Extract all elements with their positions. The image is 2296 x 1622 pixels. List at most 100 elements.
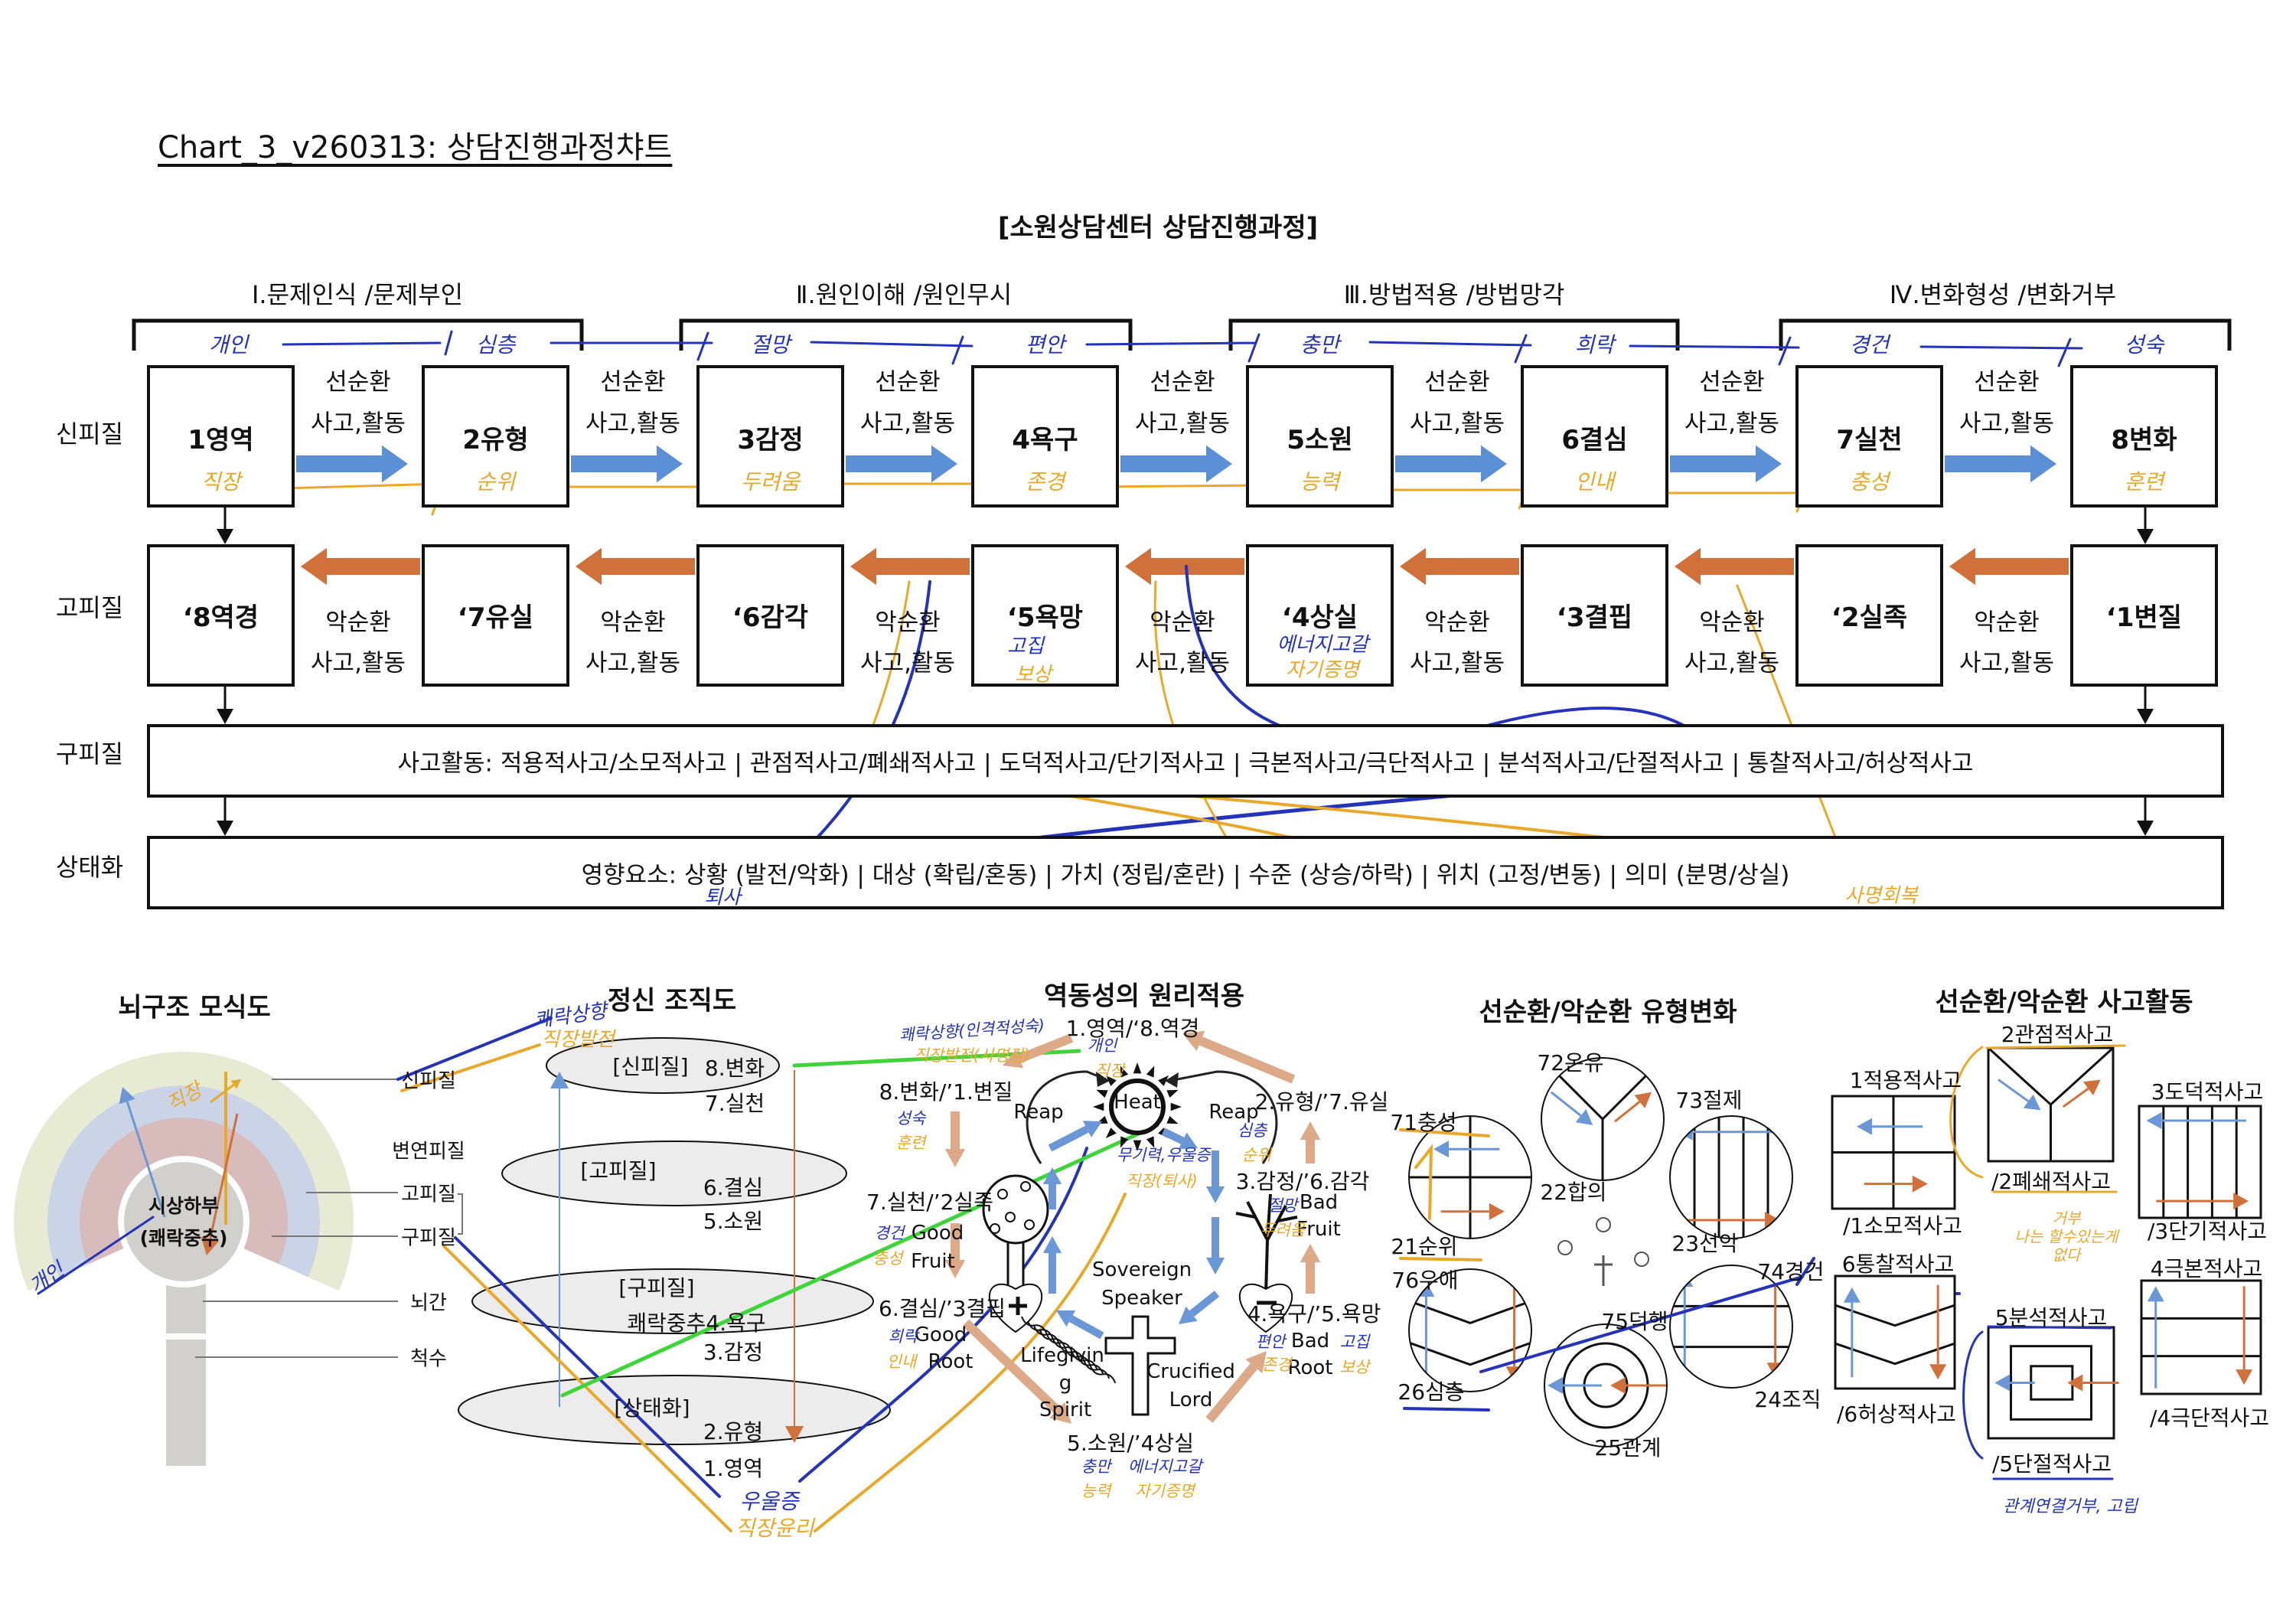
chart-heading: [소원상담센터 상담진행과정] bbox=[997, 212, 1319, 243]
sun-ray bbox=[1105, 1128, 1117, 1139]
reap-curve-right bbox=[1169, 1070, 1278, 1164]
mind-layer-item: 2.유형 bbox=[703, 1419, 764, 1444]
row-label-archicortex: 구피질 bbox=[55, 739, 124, 769]
arrow-head bbox=[1245, 1351, 1267, 1374]
handwritten-note-blue: 절망 bbox=[750, 332, 791, 357]
vicious-cycle-arrow bbox=[1400, 547, 1519, 586]
vicious-cycle-arrow bbox=[1949, 547, 2069, 586]
bad-heart-icon bbox=[1238, 1283, 1293, 1333]
handwritten-note-blue: 고집 bbox=[1007, 635, 1044, 658]
cycle-arrow bbox=[962, 1319, 1071, 1424]
circle-pattern bbox=[1670, 1271, 1792, 1382]
arrow-head bbox=[2137, 529, 2154, 544]
thinking-activity-bottom-label: /2폐쇄적사고 bbox=[1991, 1169, 2112, 1194]
arrow-shaft bbox=[1998, 1079, 2030, 1102]
brain-region-label: 고피질 bbox=[401, 1183, 456, 1206]
handwritten-arrow-orange bbox=[210, 1079, 241, 1104]
handwritten-note-blue: 에너지고갈 bbox=[1127, 1457, 1202, 1476]
circle-outline bbox=[1408, 1268, 1532, 1392]
arrow-head bbox=[2083, 1079, 2101, 1096]
cycle-type-circle bbox=[1669, 1115, 1793, 1239]
mind-layer-item: 5.소원 bbox=[703, 1209, 764, 1234]
ascending-arrow bbox=[550, 1072, 569, 1407]
thinking-activities-title: 선순환/악순환 사고활동 bbox=[1935, 987, 2193, 1018]
handwritten-note-orange: 존경 bbox=[1025, 469, 1065, 494]
arrow-head bbox=[201, 1236, 220, 1255]
arrow-head bbox=[1003, 1049, 1024, 1069]
flow-down-arrow bbox=[2137, 798, 2154, 836]
handwritten-line-blue bbox=[454, 1236, 721, 1498]
vicious-cycle-label: 악순환 bbox=[1699, 609, 1765, 637]
row-label-paleocortex: 고피질 bbox=[55, 593, 124, 622]
dynamics-node-label: 8.변화/’1.변질 bbox=[879, 1079, 1013, 1105]
cycle-type-label: 72온유 bbox=[1537, 1050, 1604, 1075]
arrow-head bbox=[550, 1072, 569, 1088]
negative-stage-label: ‘6감각 bbox=[732, 602, 809, 633]
handwritten-note-orange: 충성 bbox=[1849, 469, 1890, 494]
thinking-activity-bottom-label: /3단기적사고 bbox=[2147, 1219, 2268, 1244]
arrow-shaft bbox=[1018, 1033, 1074, 1063]
handwritten-note-orange: 두려움 bbox=[1261, 1221, 1305, 1239]
influence-factor-label: 영향요소: bbox=[581, 861, 684, 889]
orange-arrow bbox=[2236, 1286, 2253, 1385]
separator: | bbox=[1037, 861, 1061, 889]
good-heart-icon bbox=[988, 1283, 1043, 1333]
negative-stage-label: ‘7유실 bbox=[457, 602, 534, 633]
arrow-head bbox=[1843, 1287, 1861, 1303]
arrow-head bbox=[1178, 1132, 1198, 1150]
cycle-type-label: 75덕행 bbox=[1601, 1309, 1668, 1334]
thought-activity-label: 사고,활동 bbox=[1135, 649, 1230, 677]
sun-ray bbox=[1105, 1075, 1117, 1086]
arrow-head bbox=[1042, 1167, 1062, 1184]
cycle-arrow bbox=[1205, 1351, 1267, 1423]
reap-label: Reap bbox=[1208, 1101, 1259, 1124]
vicious-cycle-label: 악순환 bbox=[1974, 609, 2040, 637]
thinking-activity-label: 사고활동: bbox=[397, 749, 501, 778]
sun-ray bbox=[1158, 1075, 1169, 1086]
bracket-line bbox=[458, 1193, 463, 1235]
positive-stage-label: 1영역 bbox=[188, 425, 254, 455]
handwritten-note-orange: 직장발전 bbox=[541, 1028, 615, 1052]
sun-ray bbox=[1166, 1115, 1179, 1124]
handwritten-progress-line-blue bbox=[282, 330, 2083, 367]
flow-down-arrow bbox=[217, 798, 233, 836]
chevron-lines bbox=[1835, 1304, 1955, 1366]
virtuous-cycle-arrow bbox=[1120, 445, 1232, 483]
bad-root-label: Root bbox=[1287, 1356, 1333, 1379]
cycle-arrow bbox=[944, 1111, 966, 1167]
arrow-head bbox=[2030, 445, 2056, 483]
handwritten-note-orange: 능력 bbox=[1300, 469, 1340, 494]
positive-stage-box: 5소원 bbox=[1246, 365, 1394, 507]
positive-stage-label: 3감정 bbox=[737, 425, 804, 455]
heat-sun-icon bbox=[1109, 1079, 1166, 1135]
cycle-arrow bbox=[1300, 1244, 1321, 1294]
arrow-head bbox=[1206, 445, 1232, 483]
thought-activity-label: 사고,활동 bbox=[1410, 649, 1505, 677]
arrow-head bbox=[2023, 1094, 2041, 1111]
mind-layer-ellipse bbox=[501, 1141, 847, 1206]
pleasure-center-label: (쾌락중추) bbox=[139, 1227, 228, 1249]
positive-stage-box: 2유형 bbox=[422, 365, 569, 507]
handwritten-note-blue: 개인 bbox=[1087, 1036, 1117, 1055]
sun-ray bbox=[1146, 1066, 1155, 1078]
sun-ray bbox=[1133, 1140, 1142, 1151]
arrow-head bbox=[1205, 1258, 1225, 1274]
thought-activity-label: 사고,활동 bbox=[311, 649, 406, 677]
arrow-head bbox=[2067, 1374, 2083, 1392]
thinking-activity-bottom-label: /4극단적사고 bbox=[2149, 1405, 2270, 1431]
cycle-type-label: 22합의 bbox=[1540, 1180, 1607, 1205]
vicious-cycle-label: 악순환 bbox=[1150, 609, 1215, 637]
dynamics-node-label: 1.영역/‘8.역경 bbox=[1065, 1016, 1200, 1041]
mind-layer-tag: [고피질] bbox=[580, 1158, 657, 1183]
cycle-type-label: 73절제 bbox=[1675, 1088, 1743, 1113]
thinking-activity-top-label: 1적용적사고 bbox=[1849, 1068, 1962, 1093]
sun-ray bbox=[1166, 1089, 1179, 1098]
mini-cross-icon bbox=[1594, 1255, 1613, 1286]
blue-arrow bbox=[1676, 1271, 1694, 1382]
handwritten-note-blue: 경건 bbox=[874, 1224, 905, 1242]
mind-layer-item: 8.변화 bbox=[704, 1056, 765, 1081]
arrow-shaft bbox=[1550, 1091, 1582, 1117]
vicious-cycle-label: 악순환 bbox=[325, 609, 391, 637]
influence-factor-item: 수준 (상승/하락) bbox=[1248, 861, 1414, 889]
cycle-type-label: 21순위 bbox=[1391, 1234, 1458, 1259]
